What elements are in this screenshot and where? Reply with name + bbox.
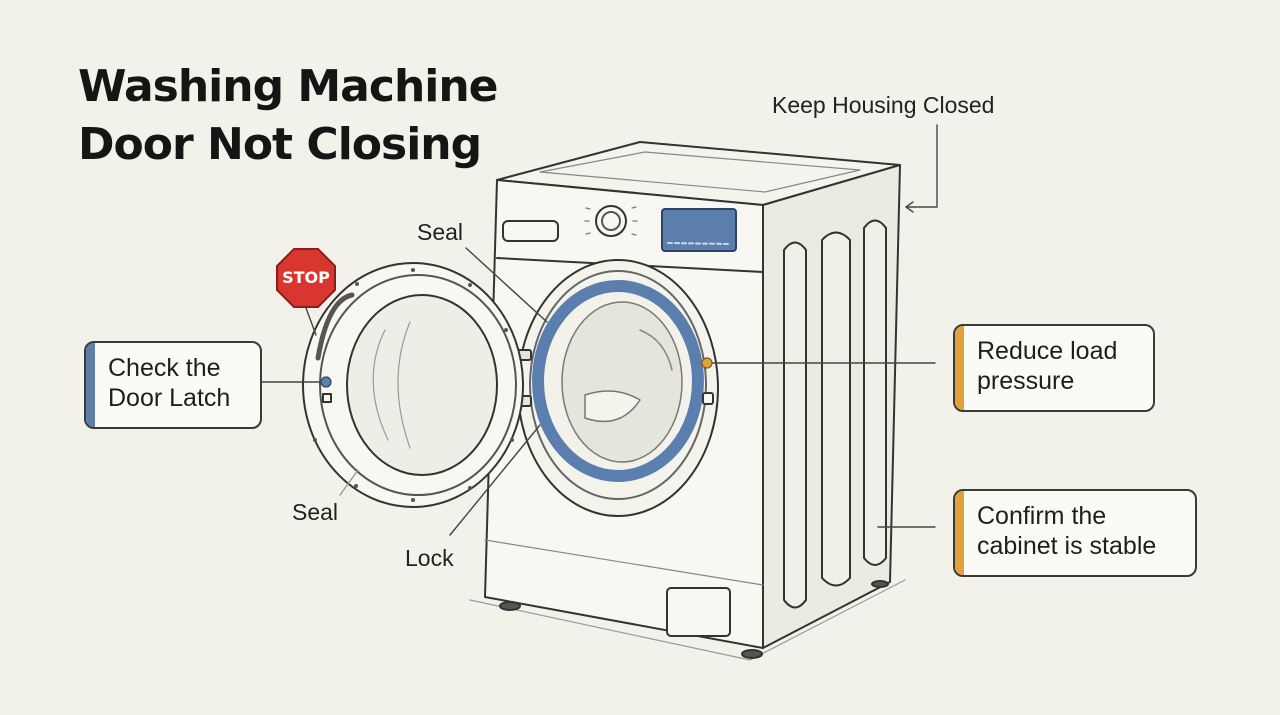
diagram-title: Washing Machine Door Not Closing	[78, 58, 499, 174]
callout-line-2: Door Latch	[108, 384, 231, 412]
label-keep-housing-closed: Keep Housing Closed	[772, 92, 995, 118]
detergent-drawer	[502, 220, 559, 242]
open-door-glass	[346, 294, 498, 476]
kick-line	[484, 539, 764, 586]
label-seal-bottom: Seal	[292, 499, 339, 525]
leader-lock	[449, 424, 541, 536]
callout-accent-bar	[86, 343, 95, 427]
glass-reflection	[372, 321, 411, 449]
door-rim-bolts	[313, 268, 514, 502]
title-line-2: Door Not Closing	[78, 119, 482, 170]
side-rib-3	[863, 219, 887, 566]
door-latch-dot	[320, 376, 332, 388]
callout-line-2: pressure	[977, 367, 1075, 395]
stop-octagon-icon	[276, 248, 336, 308]
door-latch-hook	[322, 393, 332, 403]
machine-latch-dot	[701, 357, 713, 369]
display-panel	[661, 208, 737, 252]
label-lock: Lock	[405, 545, 454, 571]
leader-seal-bottom	[339, 469, 359, 496]
foot-back-right	[871, 580, 889, 588]
side-rib-1	[783, 241, 807, 609]
callout-check-door-latch: Check the Door Latch	[84, 341, 262, 429]
dial-knob-inner	[601, 211, 621, 231]
stop-sign: STOP	[276, 248, 336, 308]
stop-sign-text: STOP	[282, 268, 330, 287]
machine-lock-slot	[702, 392, 714, 405]
drum	[561, 301, 683, 463]
leader-stop	[305, 307, 317, 336]
side-rib-2	[821, 231, 851, 587]
leader-lines	[261, 124, 938, 536]
top-inner-panel	[539, 151, 861, 193]
dial-knob	[595, 205, 627, 237]
callout-line-1: Reduce load	[977, 337, 1118, 365]
callout-line-2: cabinet is stable	[977, 532, 1157, 560]
foot-front-right	[741, 649, 763, 659]
leader-keep-housing	[905, 124, 938, 208]
open-door-rim	[319, 274, 517, 496]
callout-confirm-cabinet-stable: Confirm the cabinet is stable	[953, 489, 1197, 577]
door-frame-inner	[529, 270, 707, 500]
filter-door	[666, 587, 731, 637]
callout-accent-bar	[955, 491, 964, 575]
leader-seal-top	[465, 247, 548, 323]
label-seal-top: Seal	[417, 219, 464, 245]
drum-baffle-2	[639, 329, 673, 371]
drum-baffle	[584, 390, 641, 423]
display-buttons	[667, 242, 731, 245]
arrow-keep-housing	[905, 201, 914, 213]
title-line-1: Washing Machine	[78, 61, 499, 112]
callout-reduce-load-pressure: Reduce load pressure	[953, 324, 1155, 412]
callout-accent-bar	[955, 326, 964, 410]
callout-line-1: Confirm the	[977, 502, 1107, 530]
callout-line-1: Check the	[108, 354, 221, 382]
door-handle	[315, 292, 355, 361]
foot-front-left	[499, 601, 521, 611]
dial-ticks	[584, 206, 638, 236]
floor-line	[469, 579, 906, 661]
